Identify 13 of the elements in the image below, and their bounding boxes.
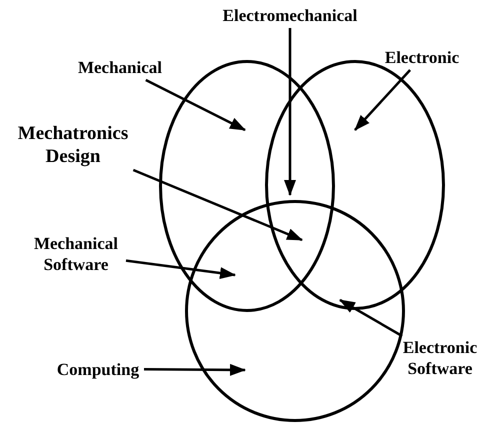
region-label: Electromechanical xyxy=(215,2,365,28)
leader-arrow xyxy=(132,168,303,242)
region-label: Mechatronics Design xyxy=(8,120,138,170)
leader-arrow xyxy=(145,78,246,132)
region-label: Mechanical xyxy=(70,54,170,80)
region-label: Electronic xyxy=(372,44,472,70)
region-label: Mechanical Software xyxy=(26,232,126,276)
leader-arrow xyxy=(126,259,236,279)
region-label: Computing xyxy=(52,356,144,382)
leader-arrow xyxy=(284,28,296,196)
leader-arrow xyxy=(144,364,246,376)
set-ellipse xyxy=(185,200,405,422)
region-label: Electronic Software xyxy=(394,336,485,380)
